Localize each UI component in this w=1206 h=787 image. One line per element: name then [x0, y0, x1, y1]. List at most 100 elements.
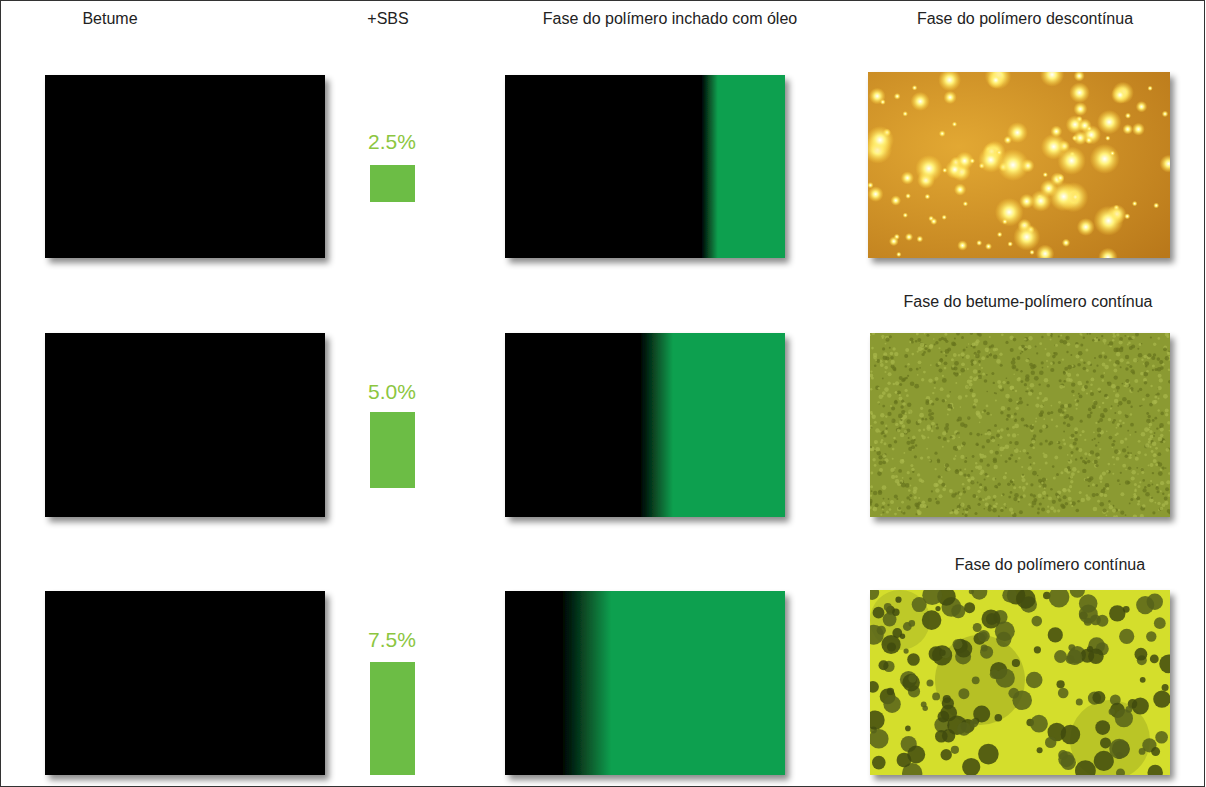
micro-dot	[954, 510, 959, 515]
micro-dot	[954, 361, 959, 366]
micro-dot	[1118, 401, 1122, 405]
micro-dot	[900, 433, 904, 437]
micro-dot	[1067, 365, 1072, 370]
micro-dot	[1156, 486, 1158, 488]
micro-dot	[942, 375, 944, 377]
micro-dot	[972, 405, 975, 408]
micro-dot	[1108, 500, 1110, 502]
micro-dot	[931, 402, 934, 405]
micro-dot	[1140, 372, 1144, 376]
micro-dot	[929, 459, 932, 462]
micro-dot	[987, 464, 990, 467]
micro-dot	[1157, 502, 1160, 505]
micro-dot	[1100, 481, 1102, 483]
micro-dot	[1021, 478, 1025, 482]
micro-dot	[1125, 455, 1128, 458]
micro-dot	[900, 480, 903, 483]
micro-dot	[910, 381, 915, 386]
micro-dot	[978, 370, 981, 373]
micro-dot	[868, 186, 883, 202]
micro-dot	[1079, 491, 1082, 494]
micro-dot	[912, 353, 915, 356]
micro-dot	[1076, 408, 1078, 410]
micro-dot	[935, 341, 938, 344]
micro-dot	[1150, 385, 1152, 387]
micro-dot	[886, 511, 889, 514]
micro-dot	[1105, 395, 1109, 399]
micro-dot	[942, 215, 947, 220]
micro-dot	[1095, 720, 1110, 735]
micro-dot	[1039, 413, 1043, 417]
micro-dot	[1142, 398, 1145, 401]
micro-dot	[1163, 347, 1167, 351]
micro-dot	[870, 494, 872, 496]
micro-dot	[1058, 336, 1060, 338]
micro-dot	[891, 419, 895, 423]
micro-dot	[873, 607, 885, 619]
micro-dot	[1048, 627, 1063, 642]
micro-dot	[1071, 476, 1073, 478]
micro-dot	[996, 632, 1011, 647]
micro-dot	[871, 472, 874, 475]
micro-dot	[1149, 423, 1153, 427]
micro-dot	[1030, 483, 1033, 486]
micro-dot	[1148, 465, 1150, 467]
micro-dot	[1102, 472, 1106, 476]
micro-dot	[1046, 479, 1048, 481]
micro-dot	[981, 434, 983, 436]
micro-dot	[944, 426, 949, 431]
micro-dot	[906, 441, 910, 445]
micro-dot	[1058, 446, 1062, 450]
micro-dot	[1092, 691, 1105, 704]
micro-dot	[928, 409, 932, 413]
micro-dot	[895, 475, 898, 478]
micro-dot	[1133, 358, 1138, 363]
micro-dot	[1055, 344, 1058, 347]
micro-dot	[1120, 511, 1124, 515]
micro-dot	[904, 354, 908, 358]
micro-dot	[1056, 494, 1060, 498]
micro-dot	[949, 489, 953, 493]
micro-dot	[1068, 490, 1070, 492]
micro-dot	[1002, 219, 1008, 225]
micro-dot	[1119, 340, 1123, 344]
micro-dot	[1037, 397, 1040, 400]
micro-dot	[1057, 147, 1085, 175]
micro-dot	[910, 485, 912, 487]
micro-dot	[952, 365, 954, 367]
micro-dot	[894, 513, 897, 516]
micro-dot	[1037, 512, 1040, 515]
micro-dot	[1000, 364, 1003, 367]
micro-dot	[1133, 515, 1138, 517]
micro-dot	[957, 417, 962, 422]
micro-dot	[1108, 463, 1111, 466]
micro-dot	[997, 232, 1003, 238]
micro-dot	[1089, 333, 1091, 335]
micro-dot	[941, 749, 952, 760]
micro-dot	[1006, 418, 1009, 421]
micro-dot	[1001, 406, 1006, 411]
micro-dot	[1005, 507, 1007, 509]
micro-dot	[871, 413, 873, 415]
micro-dot	[1118, 411, 1122, 415]
micro-dot	[1158, 374, 1162, 378]
micro-dot	[1041, 361, 1044, 364]
micro-dot	[897, 753, 912, 768]
micro-dot	[877, 626, 886, 635]
micro-dot	[935, 377, 939, 381]
micro-dot	[1003, 381, 1006, 384]
micro-dot	[1024, 338, 1027, 341]
micro-dot	[1148, 437, 1152, 441]
micro-dot	[970, 380, 973, 383]
micro-dot	[1017, 356, 1021, 360]
micro-dot	[1160, 481, 1164, 485]
micro-dot	[979, 486, 982, 489]
micro-dot	[952, 342, 956, 346]
micro-dot	[895, 391, 897, 393]
micro-dot	[969, 507, 971, 509]
micro-dot	[1102, 415, 1105, 418]
micro-dot	[871, 490, 873, 492]
micro-dot	[1030, 383, 1035, 388]
micro-dot	[979, 422, 981, 424]
